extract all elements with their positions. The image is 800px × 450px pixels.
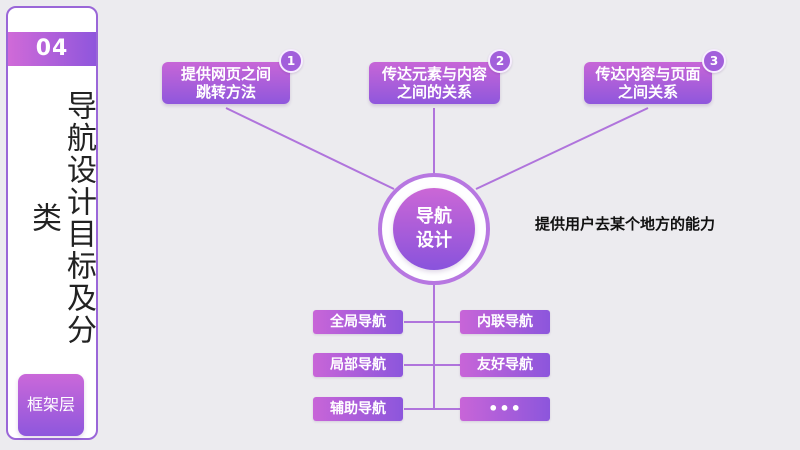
connector-line-1	[225, 107, 395, 190]
center-node-navigation-design: 导航 设计	[393, 188, 475, 270]
global-navigation-chip: 全局导航	[313, 310, 403, 334]
goal-box-1: 提供网页之间 跳转方法	[162, 62, 290, 104]
goal-number-badge-1: 1	[279, 49, 303, 73]
goal-box-3: 传达内容与页面 之间关系	[584, 62, 712, 104]
capability-description: 提供用户去某个地方的能力	[535, 215, 716, 233]
local-navigation-chip: 局部导航	[313, 353, 403, 377]
section-title: 导航设计目标及分类	[26, 90, 96, 346]
section-sidebar: 04 导航设计目标及分类 框架层	[6, 6, 98, 440]
more-navigation-types-chip: •••	[460, 397, 550, 421]
goal-box-2: 传达元素与内容 之间的关系	[369, 62, 500, 104]
auxiliary-navigation-chip: 辅助导航	[313, 397, 403, 421]
connector-line-3	[475, 107, 649, 190]
goal-number-badge-3: 3	[702, 49, 726, 73]
section-number: 04	[8, 32, 96, 66]
goal-number-badge-2: 2	[488, 49, 512, 73]
framework-layer-badge: 框架层	[18, 374, 84, 436]
inline-navigation-chip: 内联导航	[460, 310, 550, 334]
friendly-navigation-chip: 友好导航	[460, 353, 550, 377]
